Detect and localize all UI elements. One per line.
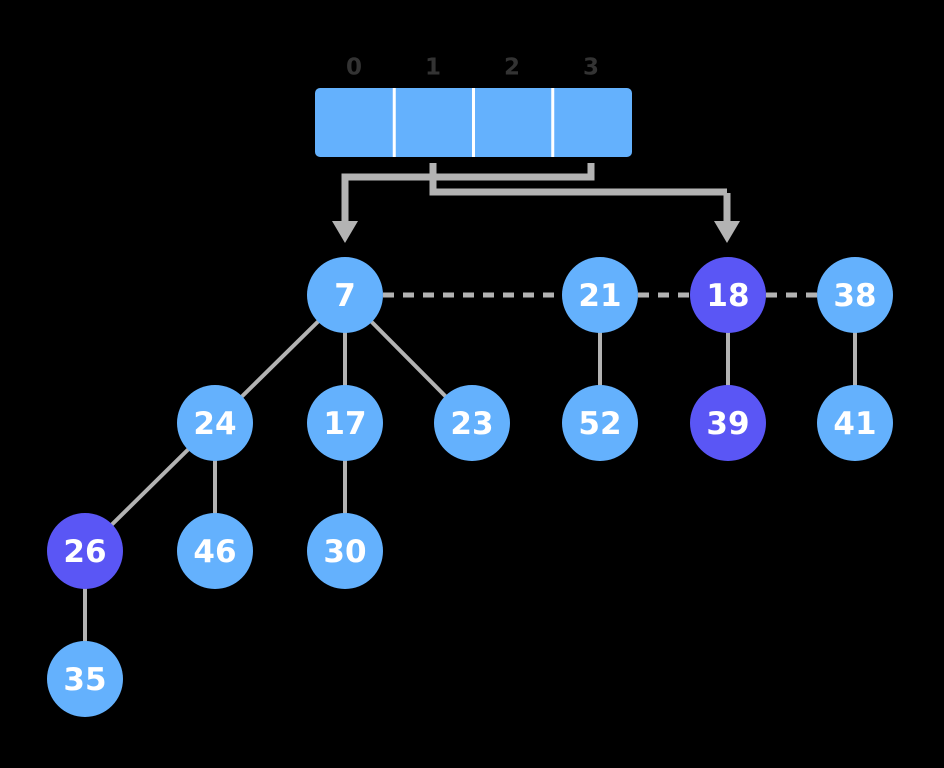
tree-node-label-38: 38 xyxy=(833,278,876,314)
tree-node-label-39: 39 xyxy=(706,406,749,442)
tree-node-circle-26[interactable] xyxy=(47,513,123,589)
bucket-cell-2[interactable] xyxy=(474,88,553,157)
tree-node-circle-24[interactable] xyxy=(177,385,253,461)
bucket-index-layer: 0 1 2 3 xyxy=(346,55,599,81)
tree-node-52[interactable]: 52 xyxy=(562,385,638,461)
tree-node-label-26: 26 xyxy=(63,534,106,570)
tree-node-circle-17[interactable] xyxy=(307,385,383,461)
tree-node-38[interactable]: 38 xyxy=(817,257,893,333)
tree-node-label-17: 17 xyxy=(323,406,366,442)
tree-node-circle-39[interactable] xyxy=(690,385,766,461)
tree-node-21[interactable]: 21 xyxy=(562,257,638,333)
tree-node-label-35: 35 xyxy=(63,662,106,698)
tree-node-7[interactable]: 7 xyxy=(307,257,383,333)
tree-node-41[interactable]: 41 xyxy=(817,385,893,461)
tree-node-circle-30[interactable] xyxy=(307,513,383,589)
tree-node-18[interactable]: 18 xyxy=(690,257,766,333)
tree-node-30[interactable]: 30 xyxy=(307,513,383,589)
bucket-index-label-2: 2 xyxy=(504,55,520,81)
tree-node-17[interactable]: 17 xyxy=(307,385,383,461)
tree-node-label-7: 7 xyxy=(334,278,356,314)
tree-node-circle-52[interactable] xyxy=(562,385,638,461)
tree-node-23[interactable]: 23 xyxy=(434,385,510,461)
bucket-arrow-layer xyxy=(332,193,740,243)
connector-bucket-3-to-node-18 xyxy=(341,163,595,210)
tree-node-label-24: 24 xyxy=(193,406,236,442)
tree-node-label-41: 41 xyxy=(833,406,876,442)
bucket-cell-1[interactable] xyxy=(394,88,473,157)
tree-node-label-23: 23 xyxy=(450,406,493,442)
connector-bucket-1-to-node-7 xyxy=(429,163,727,196)
tree-node-circle-18[interactable] xyxy=(690,257,766,333)
arrow-to-node-7-head xyxy=(332,221,358,243)
tree-node-46[interactable]: 46 xyxy=(177,513,253,589)
tree-node-label-21: 21 xyxy=(578,278,621,314)
bucket-index-label-3: 3 xyxy=(583,55,599,81)
bucket-index-label-0: 0 xyxy=(346,55,362,81)
bucket-cell-divider-1 xyxy=(392,88,396,157)
tree-node-label-46: 46 xyxy=(193,534,236,570)
tree-node-circle-41[interactable] xyxy=(817,385,893,461)
tree-node-layer: 7 21 18 38 24 17 23 52 39 41 26 46 30 35 xyxy=(47,257,893,717)
bucket-array-layer xyxy=(315,88,632,157)
tree-node-circle-46[interactable] xyxy=(177,513,253,589)
tree-node-circle-7[interactable] xyxy=(307,257,383,333)
tree-node-circle-23[interactable] xyxy=(434,385,510,461)
arrow-to-node-18-head xyxy=(714,221,740,243)
bucket-connector-layer xyxy=(341,163,727,210)
tree-node-24[interactable]: 24 xyxy=(177,385,253,461)
tree-node-label-30: 30 xyxy=(323,534,366,570)
bucket-cell-0[interactable] xyxy=(315,88,394,157)
bucket-cell-divider-2 xyxy=(472,88,475,157)
tree-node-39[interactable]: 39 xyxy=(690,385,766,461)
bucket-cell-3[interactable] xyxy=(553,88,632,157)
tree-node-circle-38[interactable] xyxy=(817,257,893,333)
bucket-index-label-1: 1 xyxy=(425,55,441,81)
tree-edge-layer xyxy=(83,293,857,679)
tree-node-26[interactable]: 26 xyxy=(47,513,123,589)
tree-node-label-18: 18 xyxy=(706,278,749,314)
tree-node-35[interactable]: 35 xyxy=(47,641,123,717)
bucket-cell-divider-3 xyxy=(551,88,555,157)
tree-node-circle-35[interactable] xyxy=(47,641,123,717)
tree-node-circle-21[interactable] xyxy=(562,257,638,333)
tree-node-label-52: 52 xyxy=(578,406,621,442)
